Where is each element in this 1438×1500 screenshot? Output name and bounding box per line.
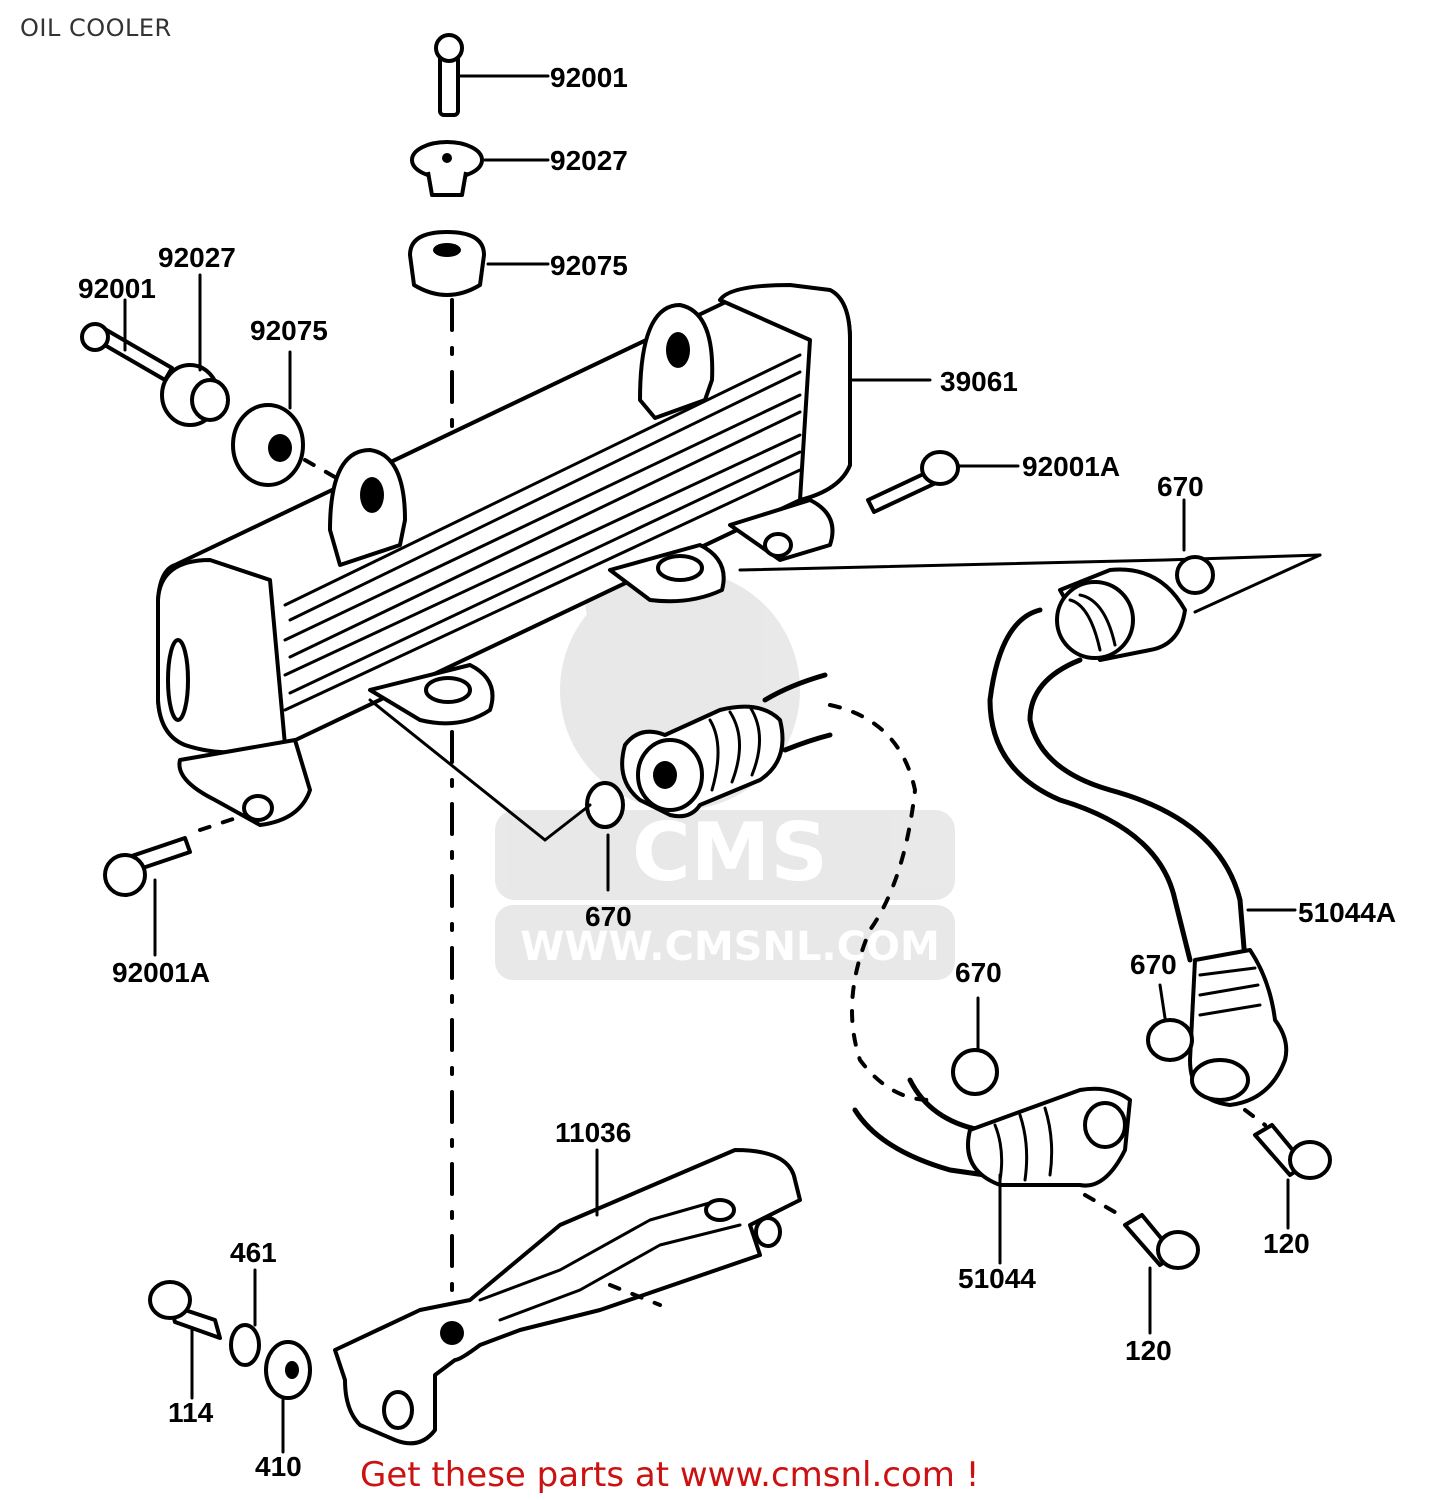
bolt-120-left[interactable] bbox=[1123, 1213, 1200, 1270]
watermark-brand: CMS bbox=[632, 806, 828, 899]
label-461[interactable]: 461 bbox=[230, 1237, 277, 1268]
grommet-92075-top[interactable] bbox=[408, 230, 486, 297]
bolt-92001-left[interactable] bbox=[80, 322, 174, 382]
washer-461[interactable] bbox=[229, 1323, 261, 1367]
hose-center-fitting[interactable] bbox=[620, 672, 833, 819]
label-670-lowright[interactable]: 670 bbox=[1130, 949, 1177, 980]
o-ring-670-right[interactable] bbox=[1175, 555, 1215, 595]
collar-92027-top[interactable] bbox=[410, 140, 484, 197]
label-670-lowcenter[interactable]: 670 bbox=[955, 957, 1002, 988]
grommet-92075-left[interactable] bbox=[231, 403, 305, 487]
label-92001-left[interactable]: 92001 bbox=[78, 273, 156, 304]
bolt-120-right[interactable] bbox=[1253, 1123, 1332, 1180]
label-92075-left[interactable]: 92075 bbox=[250, 315, 328, 346]
label-92027-left[interactable]: 92027 bbox=[158, 242, 236, 273]
label-11036[interactable]: 11036 bbox=[555, 1117, 631, 1148]
label-120-right[interactable]: 120 bbox=[1263, 1228, 1310, 1259]
label-410[interactable]: 410 bbox=[255, 1451, 302, 1482]
label-51044A[interactable]: 51044A bbox=[1298, 897, 1396, 928]
label-92001A-left[interactable]: 92001A bbox=[112, 957, 210, 988]
hose-51044A[interactable] bbox=[987, 567, 1289, 1107]
o-ring-670-lowright[interactable] bbox=[1146, 1018, 1194, 1062]
label-670-right[interactable]: 670 bbox=[1157, 471, 1204, 502]
label-39061[interactable]: 39061 bbox=[940, 366, 1018, 397]
bolt-114[interactable] bbox=[148, 1280, 222, 1340]
hose-path-dashed bbox=[828, 703, 932, 1102]
label-114[interactable]: 114 bbox=[168, 1397, 214, 1428]
label-51044[interactable]: 51044 bbox=[958, 1263, 1036, 1294]
label-92027-top[interactable]: 92027 bbox=[550, 145, 628, 176]
page-title: OIL COOLER bbox=[20, 14, 172, 42]
label-92001A-right[interactable]: 92001A bbox=[1022, 451, 1120, 482]
label-120-left[interactable]: 120 bbox=[1125, 1335, 1172, 1366]
watermark-url: WWW.CMSNL.COM bbox=[520, 924, 940, 970]
bolt-92001A-left[interactable] bbox=[103, 836, 192, 897]
get-parts-link[interactable]: Get these parts at www.cmsnl.com ! bbox=[360, 1455, 980, 1495]
bolt-92001A-right[interactable] bbox=[866, 450, 960, 514]
o-ring-670-center[interactable] bbox=[585, 781, 625, 829]
label-92075-top[interactable]: 92075 bbox=[550, 250, 628, 281]
bracket-11036[interactable] bbox=[333, 1148, 802, 1446]
oil-cooler-39061[interactable] bbox=[156, 283, 852, 827]
bolt-92001-top[interactable] bbox=[434, 33, 464, 117]
label-92001-top[interactable]: 92001 bbox=[550, 62, 628, 93]
collar-92027-left[interactable] bbox=[160, 363, 230, 427]
washer-410[interactable] bbox=[264, 1340, 312, 1400]
label-670-center[interactable]: 670 bbox=[585, 901, 632, 932]
hose-51044[interactable] bbox=[852, 1077, 1132, 1188]
o-ring-670-lowcenter[interactable] bbox=[951, 1048, 999, 1096]
